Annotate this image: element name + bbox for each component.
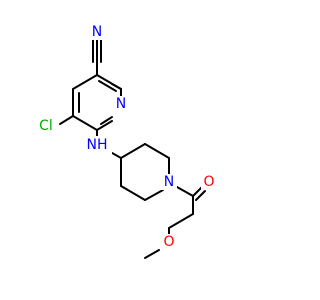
atom-ether-o: O — [161, 234, 177, 250]
atom-amine-nh: NH — [82, 136, 112, 154]
bond-pip-c3-c2 — [144, 143, 170, 159]
atom-pyridine-n: N — [113, 96, 129, 112]
bond-pip-n-c6 — [144, 189, 164, 201]
bond-ch2-ch2 — [168, 213, 194, 229]
bond-c2-c3 — [96, 74, 122, 90]
bond-c5-c6 — [72, 115, 98, 131]
bond-pip-c4-c3 — [120, 143, 146, 159]
atom-piperidine-n: N — [161, 174, 177, 190]
bond-o-ch3 — [144, 249, 160, 259]
bond-carbonyl-o-b — [195, 190, 206, 201]
bonds — [59, 39, 206, 259]
bond-carbonyl-o-a — [192, 186, 203, 197]
atom-piperidine-n-label: N — [164, 174, 174, 190]
atom-chlorine: Cl — [34, 118, 58, 134]
atom-nitrile-n-label: N — [92, 24, 102, 40]
atom-ether-o-label: O — [163, 234, 174, 250]
atom-nitrile-n: N — [90, 24, 104, 40]
molecule-structure: N N Cl NH N O O — [34, 24, 217, 259]
bond-c3-c4 — [72, 74, 98, 90]
bond-c6-n1-inner — [100, 116, 113, 125]
atom-amine-nh-label: NH — [87, 137, 108, 153]
atom-labels: N N Cl NH N O O — [34, 24, 217, 250]
bond-pip-c6-c5 — [120, 185, 146, 201]
bond-n-carbonyl — [176, 186, 194, 197]
atom-carbonyl-o: O — [201, 174, 217, 190]
atom-chlorine-label: Cl — [39, 118, 53, 134]
bond-c5-cl — [59, 115, 74, 125]
bond-c2-c3-inner — [98, 80, 117, 92]
bond-c6-n1 — [96, 120, 113, 131]
atom-pyridine-n-label: N — [116, 96, 126, 112]
atom-carbonyl-o-label: O — [203, 174, 214, 190]
